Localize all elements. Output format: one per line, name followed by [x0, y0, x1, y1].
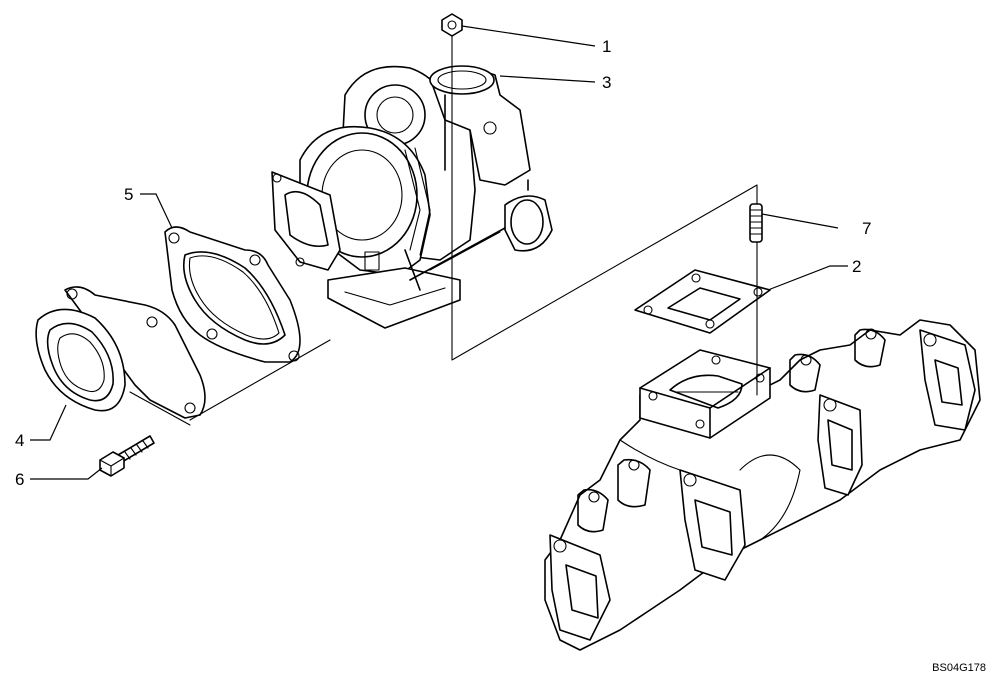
manifold-gasket[interactable]: [634, 269, 771, 334]
stud[interactable]: [749, 203, 763, 243]
turbocharger[interactable]: [271, 65, 553, 329]
callout-6: 6: [15, 470, 24, 489]
nut[interactable]: [441, 13, 463, 37]
assembly-lines: [129, 35, 758, 426]
exhaust-manifold[interactable]: [544, 319, 981, 651]
turbo-inlet-elbow[interactable]: [35, 286, 206, 419]
drawing-code: BS04G178: [932, 662, 986, 674]
callout-4: 4: [15, 431, 24, 450]
leader-lines: [30, 25, 848, 480]
turbo-inlet-gasket[interactable]: [164, 226, 301, 363]
callout-1: 1: [602, 37, 611, 56]
callout-7: 7: [862, 219, 871, 238]
callout-3: 3: [602, 73, 611, 92]
bolt[interactable]: [99, 435, 155, 477]
callout-2: 2: [852, 257, 861, 276]
callout-5: 5: [124, 185, 133, 204]
